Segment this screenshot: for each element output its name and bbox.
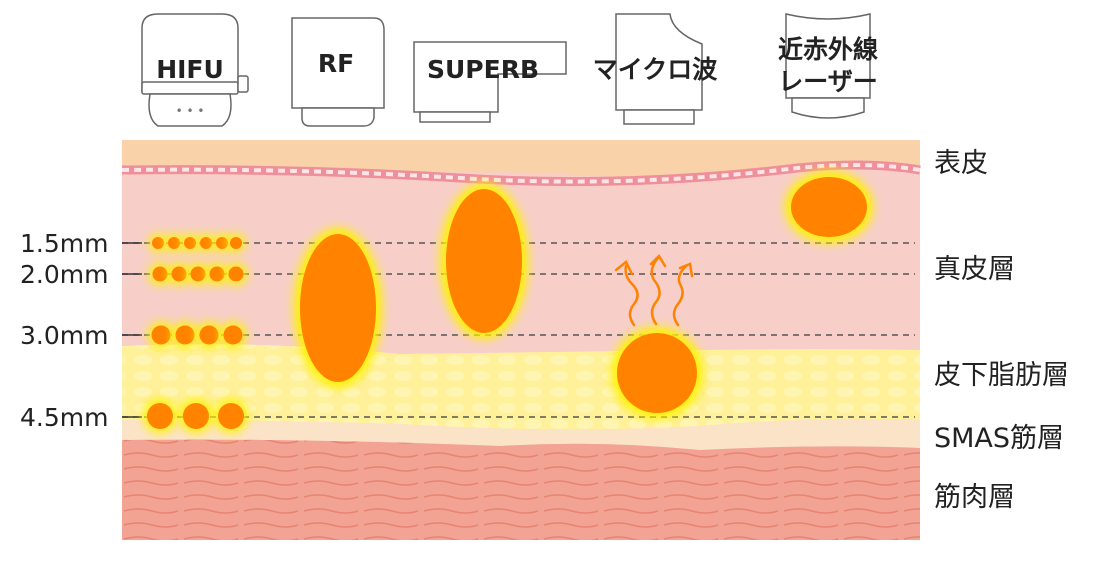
muscle-fiber-texture bbox=[122, 439, 920, 540]
microwave-device: マイクロ波 bbox=[593, 13, 719, 125]
layer-label-muscle: 筋肉層 bbox=[934, 482, 1015, 513]
layer-label-dermis: 真皮層 bbox=[934, 254, 1015, 285]
rf-device-label: RF bbox=[318, 49, 354, 78]
layer-label-subcutaneous: 皮下脂肪層 bbox=[934, 360, 1069, 391]
hifu-device-head bbox=[148, 93, 232, 127]
layer-label-epidermis: 表皮 bbox=[934, 148, 988, 179]
infrared-device-label-line2: レーザー bbox=[778, 67, 878, 96]
heat-arrow-right bbox=[672, 264, 688, 327]
heat-arrow-center bbox=[650, 256, 661, 326]
depth-label-1-5mm: 1.5mm bbox=[20, 229, 109, 258]
microwave-device-body bbox=[615, 13, 703, 111]
superb-device: SUPERB bbox=[413, 41, 567, 123]
rf-heat-zone bbox=[294, 228, 382, 388]
depth-label-4-5mm: 4.5mm bbox=[20, 403, 109, 432]
microwave-heat-arrows bbox=[614, 253, 694, 327]
epidermis-cell-dots bbox=[121, 163, 921, 184]
heat-arrow-center-head bbox=[649, 253, 667, 268]
hifu-device-knob bbox=[237, 75, 249, 93]
superb-heat-zone bbox=[440, 183, 528, 339]
rf-device-head bbox=[301, 107, 375, 127]
hifu-points-4-5mm bbox=[143, 399, 248, 433]
microwave-device-head bbox=[623, 109, 695, 125]
smas-layer bbox=[122, 418, 920, 450]
depth-label-3-0mm: 3.0mm bbox=[20, 321, 109, 350]
hifu-device-label: HIFU bbox=[156, 55, 224, 84]
hifu-device-dots: • • • bbox=[176, 104, 205, 118]
superb-device-body bbox=[413, 41, 567, 113]
infrared-device-body bbox=[785, 13, 871, 99]
depth-label-2-0mm: 2.0mm bbox=[20, 260, 109, 289]
rf-device: RF bbox=[291, 17, 385, 127]
rf-device-body bbox=[291, 17, 385, 109]
infrared-device: 近赤外線 レーザー bbox=[778, 13, 878, 119]
hifu-heat-points bbox=[143, 234, 248, 433]
depth-ticks bbox=[122, 242, 142, 418]
layer-label-smas: SMAS筋層 bbox=[934, 423, 1065, 454]
hifu-points-1-5mm bbox=[149, 234, 245, 252]
hifu-device-body bbox=[141, 13, 239, 93]
hifu-device: HIFU • • • bbox=[141, 13, 249, 127]
hifu-points-3-0mm bbox=[148, 322, 246, 348]
superb-device-head bbox=[419, 111, 491, 123]
infrared-device-head bbox=[791, 97, 865, 119]
superb-device-label: SUPERB bbox=[427, 55, 539, 84]
infrared-heat-zone bbox=[785, 171, 873, 243]
microwave-device-label: マイクロ波 bbox=[593, 55, 719, 84]
heat-arrow-right-head bbox=[678, 262, 694, 278]
hifu-points-2-0mm bbox=[149, 263, 247, 285]
infrared-device-label-line1: 近赤外線 bbox=[778, 35, 878, 64]
microwave-heat-zone bbox=[611, 327, 703, 419]
heat-arrow-left bbox=[624, 264, 639, 327]
heat-arrow-left-head bbox=[614, 260, 634, 276]
